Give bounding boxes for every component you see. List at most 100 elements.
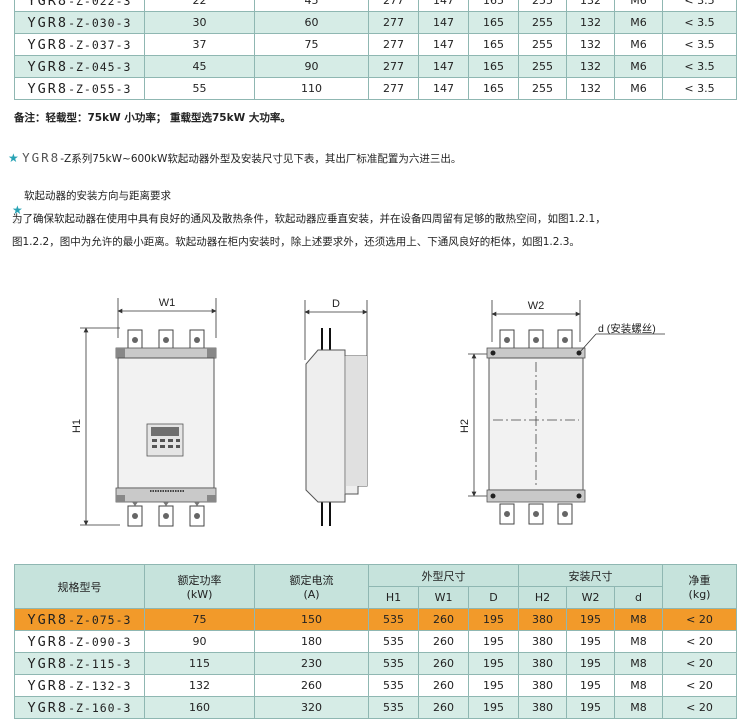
power-cell: 75 [144,608,255,631]
w2-cell: 195 [566,652,615,675]
current-cell: 260 [254,674,369,697]
series-intro: ★ YGR8-Z系列75kW~600kW软起动器外型及安装尺寸见下表，其出厂标准… [8,150,461,166]
weight-cell: < 20 [662,630,737,653]
model-cell: YGR8-Z-132-3 [14,674,145,697]
section-title: 软起动器的安装方向与距离要求 [24,190,171,202]
model-cell: YGR8-Z-160-3 [14,696,145,719]
header-mount-size: 安装尺寸 [518,564,663,587]
series-intro-text: -Z系列75kW~600kW软起动器外型及安装尺寸见下表，其出厂标准配置为六进三… [60,153,462,165]
header-outer-size: 外型尺寸 [368,564,519,587]
w2-cell: 132 [566,55,615,78]
d-cell: 195 [468,630,519,653]
h1-cell: 277 [368,77,419,100]
header-w1: W1 [418,586,469,609]
h1-cell: 535 [368,674,419,697]
current-cell: 150 [254,608,369,631]
h1-cell: 277 [368,0,419,12]
h2-cell: 255 [518,0,567,12]
w2-cell: 195 [566,630,615,653]
model-cell: YGR8-Z-115-3 [14,652,145,675]
install-paragraph: ★ ☆ 为了确保软起动器在使用中具有良好的通风及散热条件，软起动器应垂直安装，并… [12,204,747,254]
screw-label: d (安装螺丝) [598,322,656,335]
w1-cell: 260 [418,674,469,697]
d-cell: 165 [468,77,519,100]
header-screw: d [614,586,663,609]
header-w2: W2 [566,586,615,609]
h1-cell: 277 [368,33,419,56]
power-cell: 132 [144,674,255,697]
d-cell: 195 [468,674,519,697]
w1-cell: 147 [418,33,469,56]
weight-cell: < 3.5 [662,55,737,78]
d-cell: 165 [468,33,519,56]
screw-cell: M8 [614,652,663,675]
w1-cell: 260 [418,696,469,719]
power-cell: 22 [144,0,255,12]
h2-cell: 255 [518,77,567,100]
star-icon: ★ [8,151,19,165]
weight-cell: < 3.5 [662,0,737,12]
h2-cell: 380 [518,696,567,719]
front-view: W1 H1 [71,297,217,527]
h1-cell: 277 [368,55,419,78]
w1-cell: 147 [418,77,469,100]
install-line-1: 为了确保软起动器在使用中具有良好的通风及散热条件，软起动器应垂直安装，并在设备四… [12,213,606,225]
h2-cell: 255 [518,55,567,78]
w1-cell: 147 [418,11,469,34]
h1-cell: 535 [368,608,419,631]
screw-cell: M8 [614,674,663,697]
current-cell: 320 [254,696,369,719]
power-cell: 55 [144,77,255,100]
weight-cell: < 20 [662,652,737,675]
power-cell: 160 [144,696,255,719]
w2-cell: 132 [566,33,615,56]
power-cell: 115 [144,652,255,675]
side-view: D [304,298,368,526]
model-cell: YGR8-Z-045-3 [14,55,145,78]
h1-cell: 535 [368,652,419,675]
install-line-2: 图1.2.2，图中为允许的最小距离。软起动器在柜内安装时，除上述要求外，还须选用… [12,236,580,248]
w1-cell: 147 [418,0,469,12]
weight-cell: < 20 [662,674,737,697]
current-cell: 60 [254,11,369,34]
weight-cell: < 3.5 [662,33,737,56]
header-current: 额定电流(A) [254,564,369,609]
w1-cell: 260 [418,630,469,653]
d-cell: 195 [468,696,519,719]
header-power: 额定功率(kW) [144,564,255,609]
power-cell: 45 [144,55,255,78]
w2-cell: 132 [566,11,615,34]
w2-cell: 132 [566,0,615,12]
h1-cell: 535 [368,696,419,719]
weight-cell: < 20 [662,608,737,631]
power-cell: 90 [144,630,255,653]
h1-cell: 535 [368,630,419,653]
w2-cell: 195 [566,608,615,631]
power-cell: 37 [144,33,255,56]
h2-cell: 380 [518,652,567,675]
current-cell: 110 [254,77,369,100]
model-cell: YGR8-Z-090-3 [14,630,145,653]
dimension-diagrams: W1 H1 [71,297,665,527]
h2-cell: 255 [518,11,567,34]
star-icon: ★ [12,203,23,217]
h1-cell: 277 [368,11,419,34]
screw-cell: M8 [614,608,663,631]
weight-cell: < 3.5 [662,11,737,34]
screw-cell: M8 [614,696,663,719]
hollow-star-icon: ☆ [12,216,21,227]
d-cell: 165 [468,11,519,34]
w2-label: W2 [528,300,545,312]
screw-cell: M8 [614,630,663,653]
d-cell: 195 [468,652,519,675]
current-cell: 230 [254,652,369,675]
